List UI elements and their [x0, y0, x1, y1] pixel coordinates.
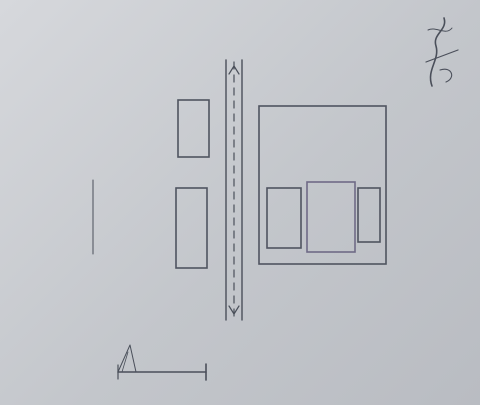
signature — [425, 17, 459, 87]
road — [225, 59, 243, 321]
site-box — [258, 105, 387, 265]
plot-left-box — [175, 187, 208, 269]
road-arrow-top-icon — [228, 65, 240, 75]
site-inner-left-box — [266, 187, 302, 249]
road-arrow-bottom-icon — [228, 305, 240, 315]
site-inner-right-box — [357, 187, 381, 243]
site-inner-mid-box — [306, 181, 356, 253]
plot-top-box — [177, 99, 210, 158]
north-arrow-icon — [117, 344, 207, 381]
